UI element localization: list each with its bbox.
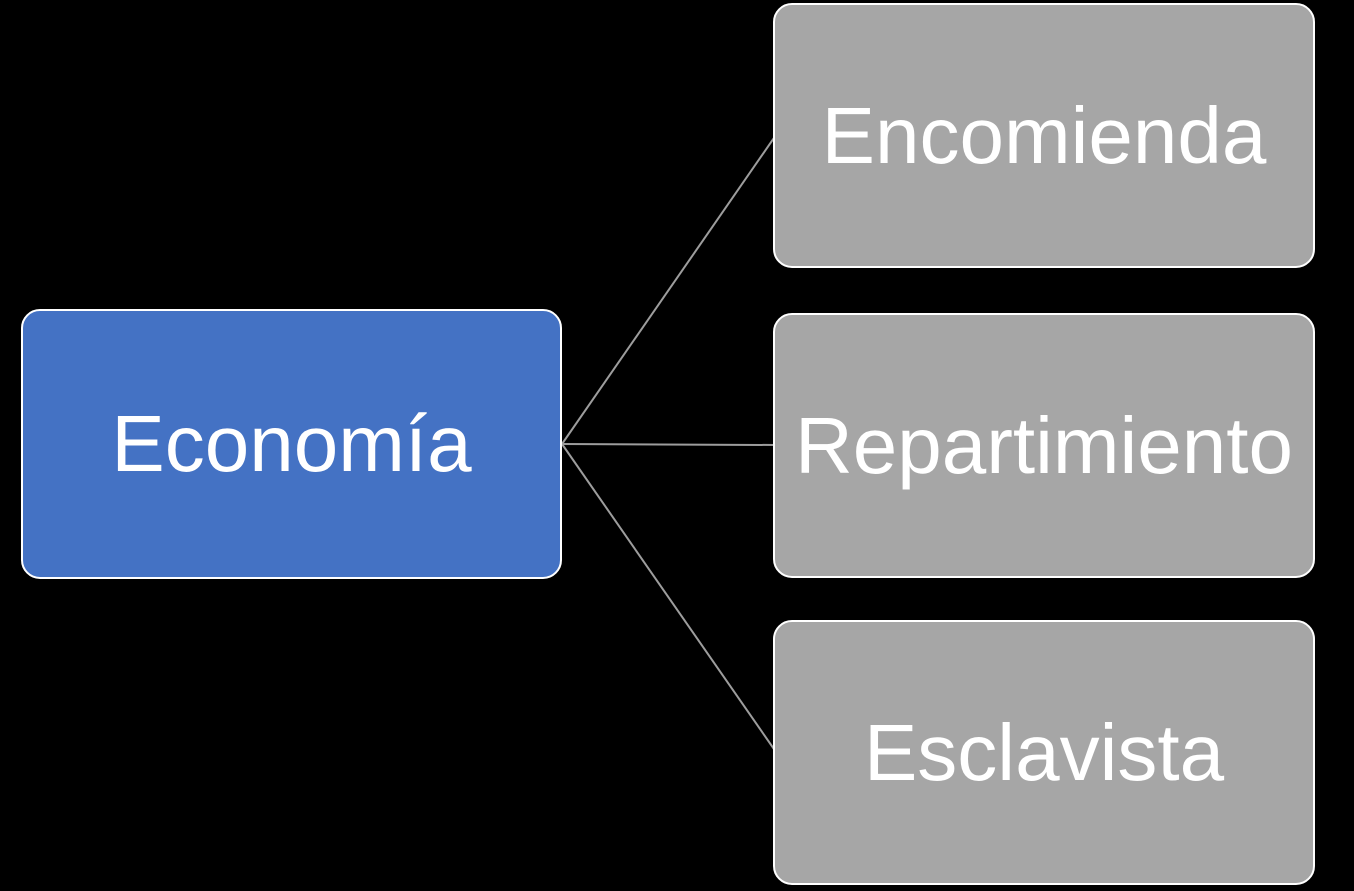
node-economia-label: Economía — [111, 399, 472, 488]
node-esclavista-label: Esclavista — [863, 707, 1225, 797]
connector-root-to-esclavista — [561, 443, 777, 753]
node-encomienda-label: Encomienda — [821, 90, 1267, 180]
connector-root-to-repartimiento — [561, 443, 777, 446]
node-repartimiento[interactable]: Repartimiento — [773, 313, 1315, 578]
node-encomienda[interactable]: Encomienda — [773, 3, 1315, 268]
node-esclavista[interactable]: Esclavista — [773, 620, 1315, 885]
node-economia[interactable]: Economía — [21, 309, 562, 579]
node-repartimiento-label: Repartimiento — [794, 400, 1293, 490]
connector-root-to-encomienda — [561, 134, 777, 445]
